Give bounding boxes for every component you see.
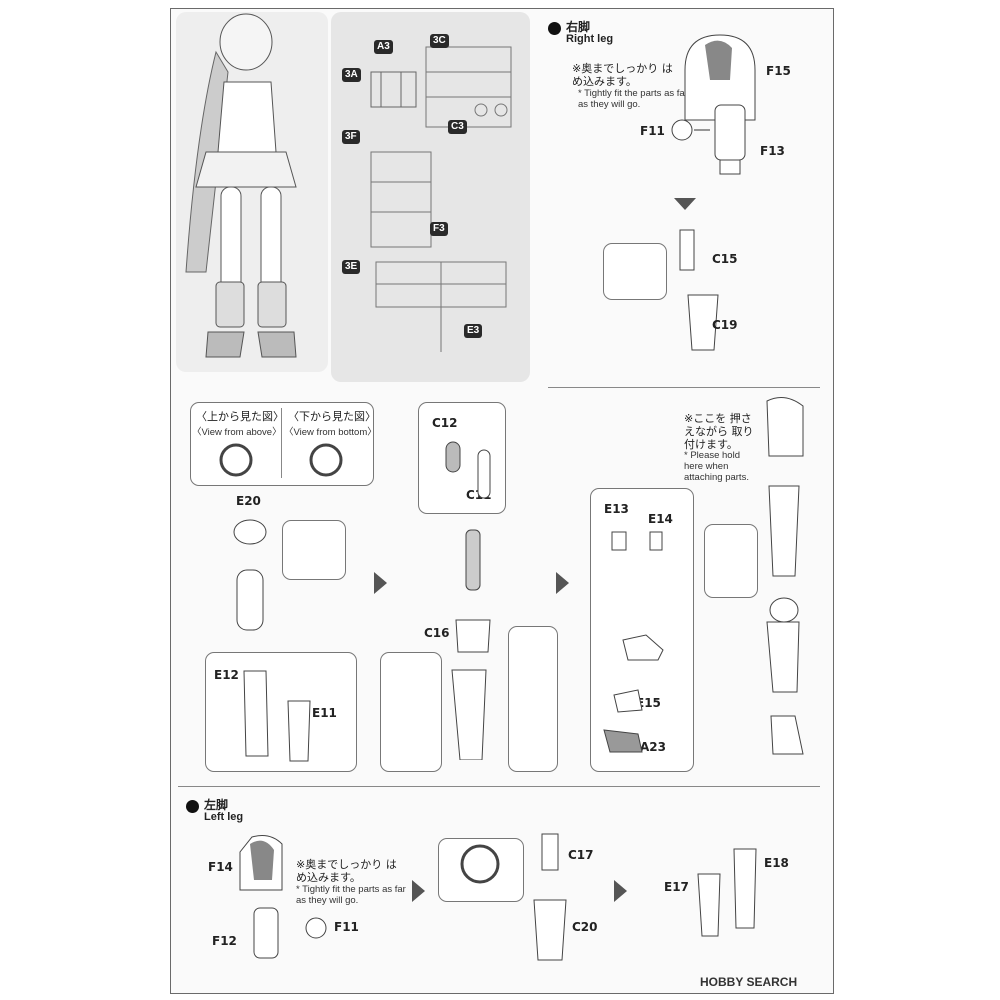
- boot-parts-box: [205, 652, 357, 772]
- part-c12: C12: [432, 416, 458, 430]
- boot-top-box: [380, 652, 442, 772]
- runner-tag-e3: E3: [464, 324, 483, 338]
- socket-detail-box: [282, 520, 346, 580]
- runner-tag-a3: A3: [374, 40, 393, 54]
- knee-detail-box: [704, 524, 758, 598]
- view-box: [190, 402, 374, 486]
- hobby-search-logo: HOBBY SEARCH: [700, 975, 798, 989]
- flow-arrow-1: [374, 572, 387, 594]
- right-leg-note-en: * Tightly fit the parts as far as they w…: [578, 88, 688, 110]
- middle-left-drawing: [233, 519, 267, 631]
- left-leg-title-jp: 左脚: [204, 798, 229, 812]
- right-leg-part-f11: F11: [640, 124, 665, 138]
- left-leg-part-c17: C17: [568, 848, 594, 862]
- left-leg-part-f14: F14: [208, 860, 233, 874]
- view-above-en: 〈View from above〉: [192, 427, 282, 438]
- view-rings: [219, 443, 343, 477]
- part-e13: E13: [604, 502, 629, 516]
- part-c16: C16: [424, 626, 450, 640]
- left-leg-note-en: * Tightly fit the parts as far as they w…: [296, 884, 406, 906]
- bottom-divider: [178, 786, 820, 787]
- right-leg-part-f15: F15: [766, 64, 791, 78]
- runner-diagrams: [370, 46, 512, 352]
- right-leg-part-c19: C19: [712, 318, 738, 332]
- right-leg-down-arrow: [674, 198, 696, 210]
- runner-tag-3e: 3E: [342, 260, 361, 274]
- flow-arrow-3: [412, 880, 425, 902]
- part-a23: A23: [640, 740, 666, 754]
- middle-center-drawing: [445, 441, 491, 760]
- left-leg-part-e17: E17: [664, 880, 689, 894]
- runner-tag-f3: F3: [430, 222, 448, 236]
- right-leg-part-f13: F13: [760, 144, 785, 158]
- part-e12: E12: [214, 668, 239, 682]
- right-leg-title-jp: 右脚: [566, 20, 591, 34]
- leg-side-box: [508, 626, 558, 772]
- runner-tag-3f: 3F: [342, 130, 360, 144]
- runner-tag-3a: 3A: [342, 68, 361, 82]
- part-e11: E11: [312, 706, 337, 720]
- left-leg-parts-drawing: [239, 835, 327, 959]
- left-leg-part-e18: E18: [764, 856, 789, 870]
- hold-note-en: * Please hold here when attaching parts.: [684, 450, 749, 483]
- shin-detail-box: [418, 402, 506, 514]
- right-leg-note-jp: ※奥までしっかり はめ込みます。: [572, 62, 673, 88]
- foot-parts-box: [590, 488, 694, 772]
- left-leg-title-en: Left leg: [204, 811, 244, 823]
- left-leg-part-c20: C20: [572, 920, 598, 934]
- part-e14: E14: [648, 512, 673, 526]
- right-leg-detail-box: [603, 243, 667, 300]
- part-e20: E20: [236, 494, 261, 508]
- foot-drawing: [603, 531, 664, 753]
- top-divider: [548, 387, 820, 388]
- hold-note-jp: ※ここを 押さえながら 取り付けます。: [684, 412, 754, 451]
- runner-tag-3c: 3C: [430, 34, 449, 48]
- right-leg-parts-drawing: [671, 34, 756, 351]
- runner-tag-c3: C3: [448, 120, 467, 134]
- boot-halves: [243, 670, 311, 762]
- part-e15: E15: [636, 696, 661, 710]
- figure-illustration: [185, 13, 297, 358]
- flow-arrow-2: [556, 572, 569, 594]
- left-leg-part-f12: F12: [212, 934, 237, 948]
- left-leg-part-f11: F11: [334, 920, 359, 934]
- right-leg-title-en: Right leg: [566, 33, 614, 45]
- left-leg-boot-drawing: [697, 848, 757, 937]
- left-leg-note-jp: ※奥までしっかり はめ込みます。: [296, 858, 397, 884]
- view-above-jp: 〈上から見た図〉: [196, 410, 284, 423]
- view-bottom-jp: 〈下から見た図〉: [288, 410, 376, 423]
- flow-arrow-4: [614, 880, 627, 902]
- left-leg-mid-drawing: [460, 833, 567, 961]
- left-leg-bullet: [186, 800, 199, 813]
- view-bottom-en: 〈View from bottom〉: [284, 427, 377, 438]
- right-leg-part-c15: C15: [712, 252, 738, 266]
- right-leg-bullet: [548, 22, 561, 35]
- full-leg-drawing: [766, 396, 804, 755]
